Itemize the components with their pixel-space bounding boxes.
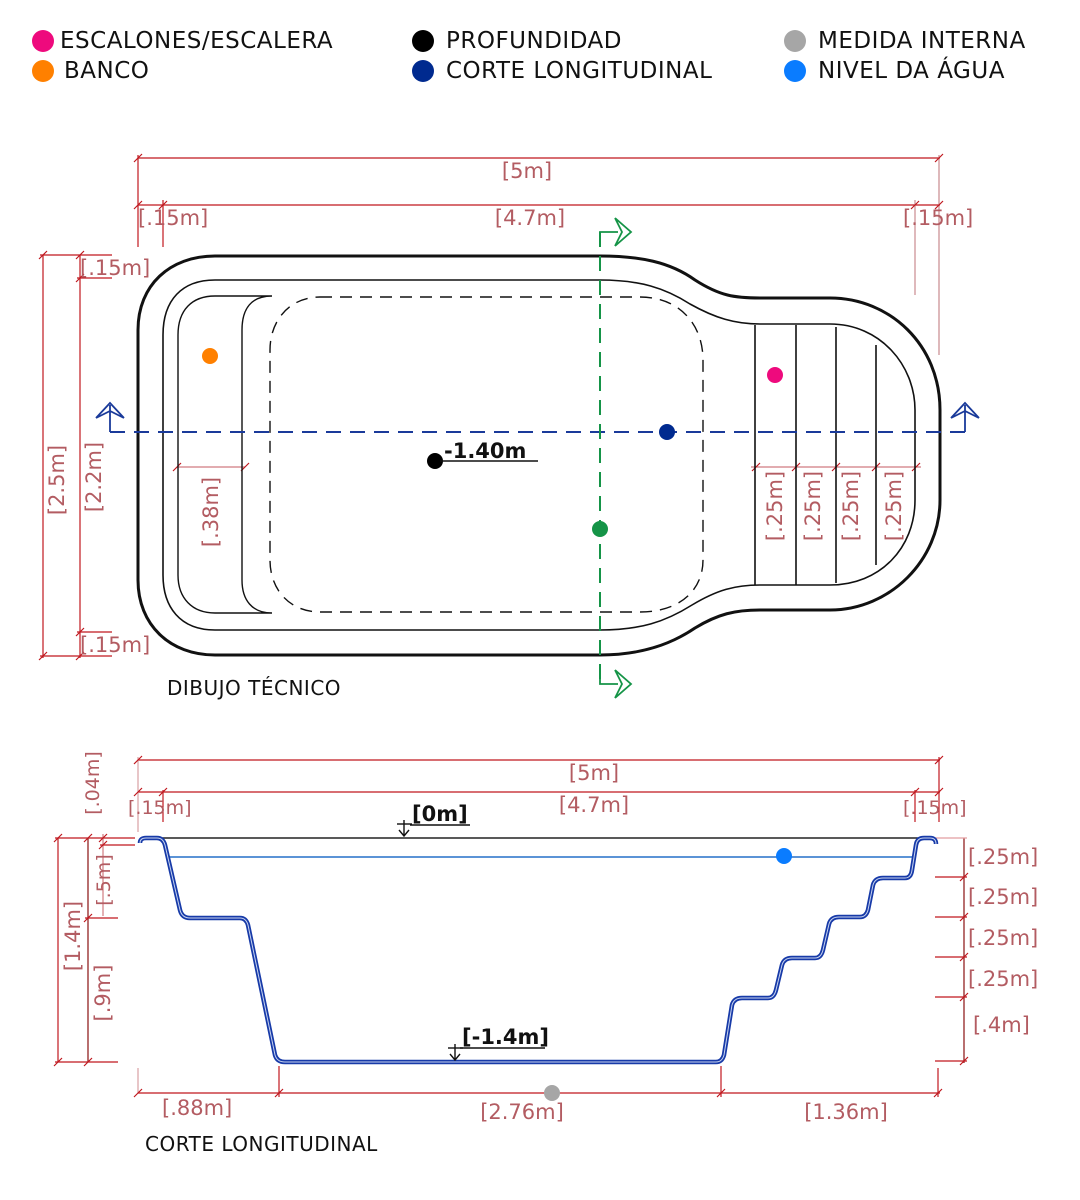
pool-plan-outline [136, 254, 942, 657]
section-marker-dot-icon [412, 60, 434, 82]
level-marker-top-icon [397, 820, 470, 838]
bench-outline [177, 295, 273, 614]
legend-item-internal-measure: MEDIDA INTERNA [784, 28, 1026, 54]
sec-dim-bench-depth: [.5m] [93, 854, 115, 905]
legend-item-steps: ESCALONES/ESCALERA [32, 28, 333, 54]
step-marker-dot-icon [32, 30, 54, 52]
sec-dim-rim-left: [.15m] [128, 797, 192, 819]
dim-step-1: [.25m] [763, 471, 787, 541]
sec-dim-step-1: [.25m] [968, 845, 1038, 869]
dim-rim-bottom: [.15m] [80, 633, 150, 657]
plan-view: -1.40m [5m] [4.7m] [.15m] [.15m] [.15m] … [38, 153, 980, 700]
section-cut-longitudinal [95, 401, 980, 433]
dim-total-length: [5m] [502, 159, 552, 183]
sec-dim-floor-length: [2.76m] [480, 1100, 564, 1124]
sec-dim-last-step: [.4m] [973, 1013, 1030, 1037]
legend-label: ESCALONES/ESCALERA [60, 28, 334, 54]
dim-total-width: [2.5m] [45, 445, 69, 515]
section-title: CORTE LONGITUDINAL [145, 1132, 378, 1156]
sec-dim-step-4: [.25m] [968, 967, 1038, 991]
level-marker-bottom-icon [448, 1044, 545, 1062]
plan-title: DIBUJO TÉCNICO [167, 676, 341, 700]
depth-label: -1.40m [444, 439, 526, 463]
sec-dim-bench-run: [.88m] [162, 1096, 232, 1120]
section-dimension-lines [53, 755, 969, 1098]
plan-dimension-lines [38, 153, 944, 661]
dim-bench-width: [.38m] [199, 477, 223, 547]
depth-marker-dot-icon [412, 30, 434, 52]
cut-arrow-bottom-icon [599, 668, 633, 699]
sec-dim-rim-right: [.15m] [903, 797, 967, 819]
sec-dim-inner-length: [4.7m] [559, 793, 629, 817]
water-level-marker-dot-icon [784, 60, 806, 82]
legend-label: CORTE LONGITUDINAL [446, 58, 713, 84]
section-arrow-right-icon [950, 401, 980, 432]
section-arrow-left-icon [95, 401, 125, 432]
level-top-label: [0m] [412, 802, 468, 826]
bench-marker-dot-icon [32, 60, 54, 82]
dim-rim-top: [.15m] [80, 256, 150, 280]
sec-dim-rim-height: [.04m] [82, 751, 104, 815]
internal-measure-marker [544, 1085, 560, 1101]
cut-arrow-top-icon [599, 217, 633, 247]
section-marker [659, 424, 675, 440]
sec-dim-lower-depth: [.9m] [91, 965, 115, 1022]
dim-step-4: [.25m] [882, 471, 906, 541]
section-cut-transversal [599, 217, 633, 699]
legend-label: BANCO [64, 58, 150, 84]
dim-inner-length: [4.7m] [495, 206, 565, 230]
dim-step-2: [.25m] [801, 471, 825, 541]
legend-item-section: CORTE LONGITUDINAL [412, 58, 712, 84]
pool-profile [137, 835, 939, 1065]
depth-marker [427, 453, 443, 469]
floor-outline [269, 296, 704, 613]
dim-rim-right: [.15m] [903, 206, 973, 230]
cross-section-marker [592, 521, 608, 537]
legend-item-water-level: NIVEL DA ÁGUA [784, 58, 1005, 84]
water-level-marker [776, 848, 792, 864]
legend-item-bench: BANCO [32, 58, 149, 84]
legend-label: PROFUNDIDAD [446, 28, 622, 54]
legend-label: MEDIDA INTERNA [818, 28, 1026, 54]
inner-edge [162, 279, 916, 631]
internal-measure-marker-dot-icon [784, 30, 806, 52]
dim-inner-width: [2.2m] [82, 442, 106, 512]
step-lines [754, 325, 877, 585]
sec-dim-total-length: [5m] [569, 761, 619, 785]
section-view: [0m] [-1.4m] [5m] [4.7m] [.15m] [.15m] [… [53, 751, 1038, 1156]
sec-dim-total-depth: [1.4m] [61, 901, 85, 971]
dim-rim-left: [.15m] [138, 206, 208, 230]
level-bottom-label: [-1.4m] [462, 1025, 549, 1049]
step-marker [767, 367, 783, 383]
sec-dim-step-3: [.25m] [968, 926, 1038, 950]
sec-dim-stairs-run: [1.36m] [804, 1100, 888, 1124]
bench-marker [202, 348, 218, 364]
sec-dim-step-2: [.25m] [968, 885, 1038, 909]
outer-rim [136, 254, 942, 657]
legend-label: NIVEL DA ÁGUA [818, 58, 1005, 84]
legend-item-depth: PROFUNDIDAD [412, 28, 622, 54]
dim-step-3: [.25m] [839, 471, 863, 541]
